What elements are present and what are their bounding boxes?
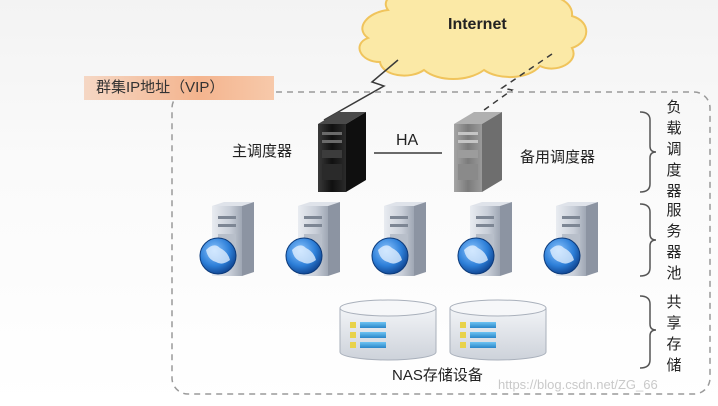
pool-server-3: [371, 202, 426, 276]
tier-label-load-balancer: 负载调度器: [666, 98, 682, 200]
nas-disk-2: [449, 299, 547, 361]
primary-scheduler-tower: [318, 112, 366, 192]
watermark: https://blog.csdn.net/ZG_66: [498, 377, 658, 392]
vip-label: 群集IP地址（VIP）: [84, 76, 274, 100]
pool-server-2: [285, 202, 340, 276]
internet-label: Internet: [448, 16, 507, 33]
nas-label: NAS存储设备: [392, 367, 483, 384]
internet-cloud: [358, 0, 588, 80]
server-pool: [199, 202, 598, 276]
backup-scheduler-label: 备用调度器: [520, 149, 596, 166]
nas-storage: [339, 299, 547, 361]
primary-scheduler-label: 主调度器: [232, 143, 293, 160]
brace-load-balancer: [639, 111, 657, 193]
nas-disk-1: [339, 299, 437, 361]
brace-server-pool: [639, 203, 657, 277]
ha-label: HA: [396, 132, 419, 149]
internet-link-primary: [323, 59, 399, 121]
cluster-boundary: [171, 91, 711, 395]
tier-label-server-pool: 服务器池: [666, 201, 682, 282]
tier-label-shared-storage: 共享存储: [666, 293, 682, 374]
pool-server-4: [457, 202, 512, 276]
backup-scheduler-tower: [454, 112, 502, 192]
brace-shared-storage: [639, 295, 657, 369]
pool-server-1: [199, 202, 254, 276]
pool-server-5: [543, 202, 598, 276]
